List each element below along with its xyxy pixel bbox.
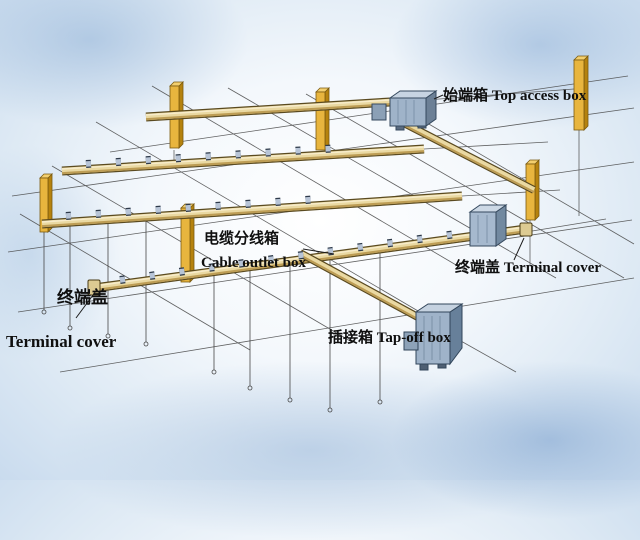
support-column (180, 203, 195, 283)
cross-run-top-right (396, 116, 536, 194)
tap-connector-strips (65, 144, 501, 284)
busbar-system-diagram (7, 55, 635, 413)
label-cable-outlet-box-cn: 电缆分线箱 (204, 231, 280, 247)
leader-lines (75, 94, 525, 319)
label-terminal-cover-left-en: Terminal cover (6, 332, 117, 351)
busbar-run-3-cable-outlet (41, 191, 463, 229)
tap-strip (119, 224, 501, 284)
tap-off-box (403, 303, 464, 371)
tap-strip (65, 195, 321, 220)
support-column (315, 87, 330, 151)
label-top-access-box: 始端箱 Top access box (443, 88, 587, 104)
support-column (39, 173, 53, 233)
label-terminal-cover-right: 终端盖 Terminal cover (455, 260, 602, 276)
terminal-cover-left-cap (87, 279, 101, 296)
busbar-run-top (145, 97, 391, 122)
tap-strip (85, 144, 341, 168)
label-cable-outlet-box-en: Cable outlet box (201, 255, 306, 271)
cross-run-tap-off (298, 249, 440, 332)
label-tap-off-box: 插接箱 Tap-off box (328, 330, 451, 346)
busbar-run-2 (61, 144, 425, 176)
label-terminal-cover-left-cn: 终端盖 (57, 288, 108, 307)
hanger-rods (41, 217, 383, 413)
support-column (573, 55, 589, 131)
right-terminal-box (468, 204, 508, 247)
terminal-cover-right-cap (519, 222, 533, 237)
busbar-runs (41, 97, 536, 332)
top-access-box (371, 90, 438, 131)
